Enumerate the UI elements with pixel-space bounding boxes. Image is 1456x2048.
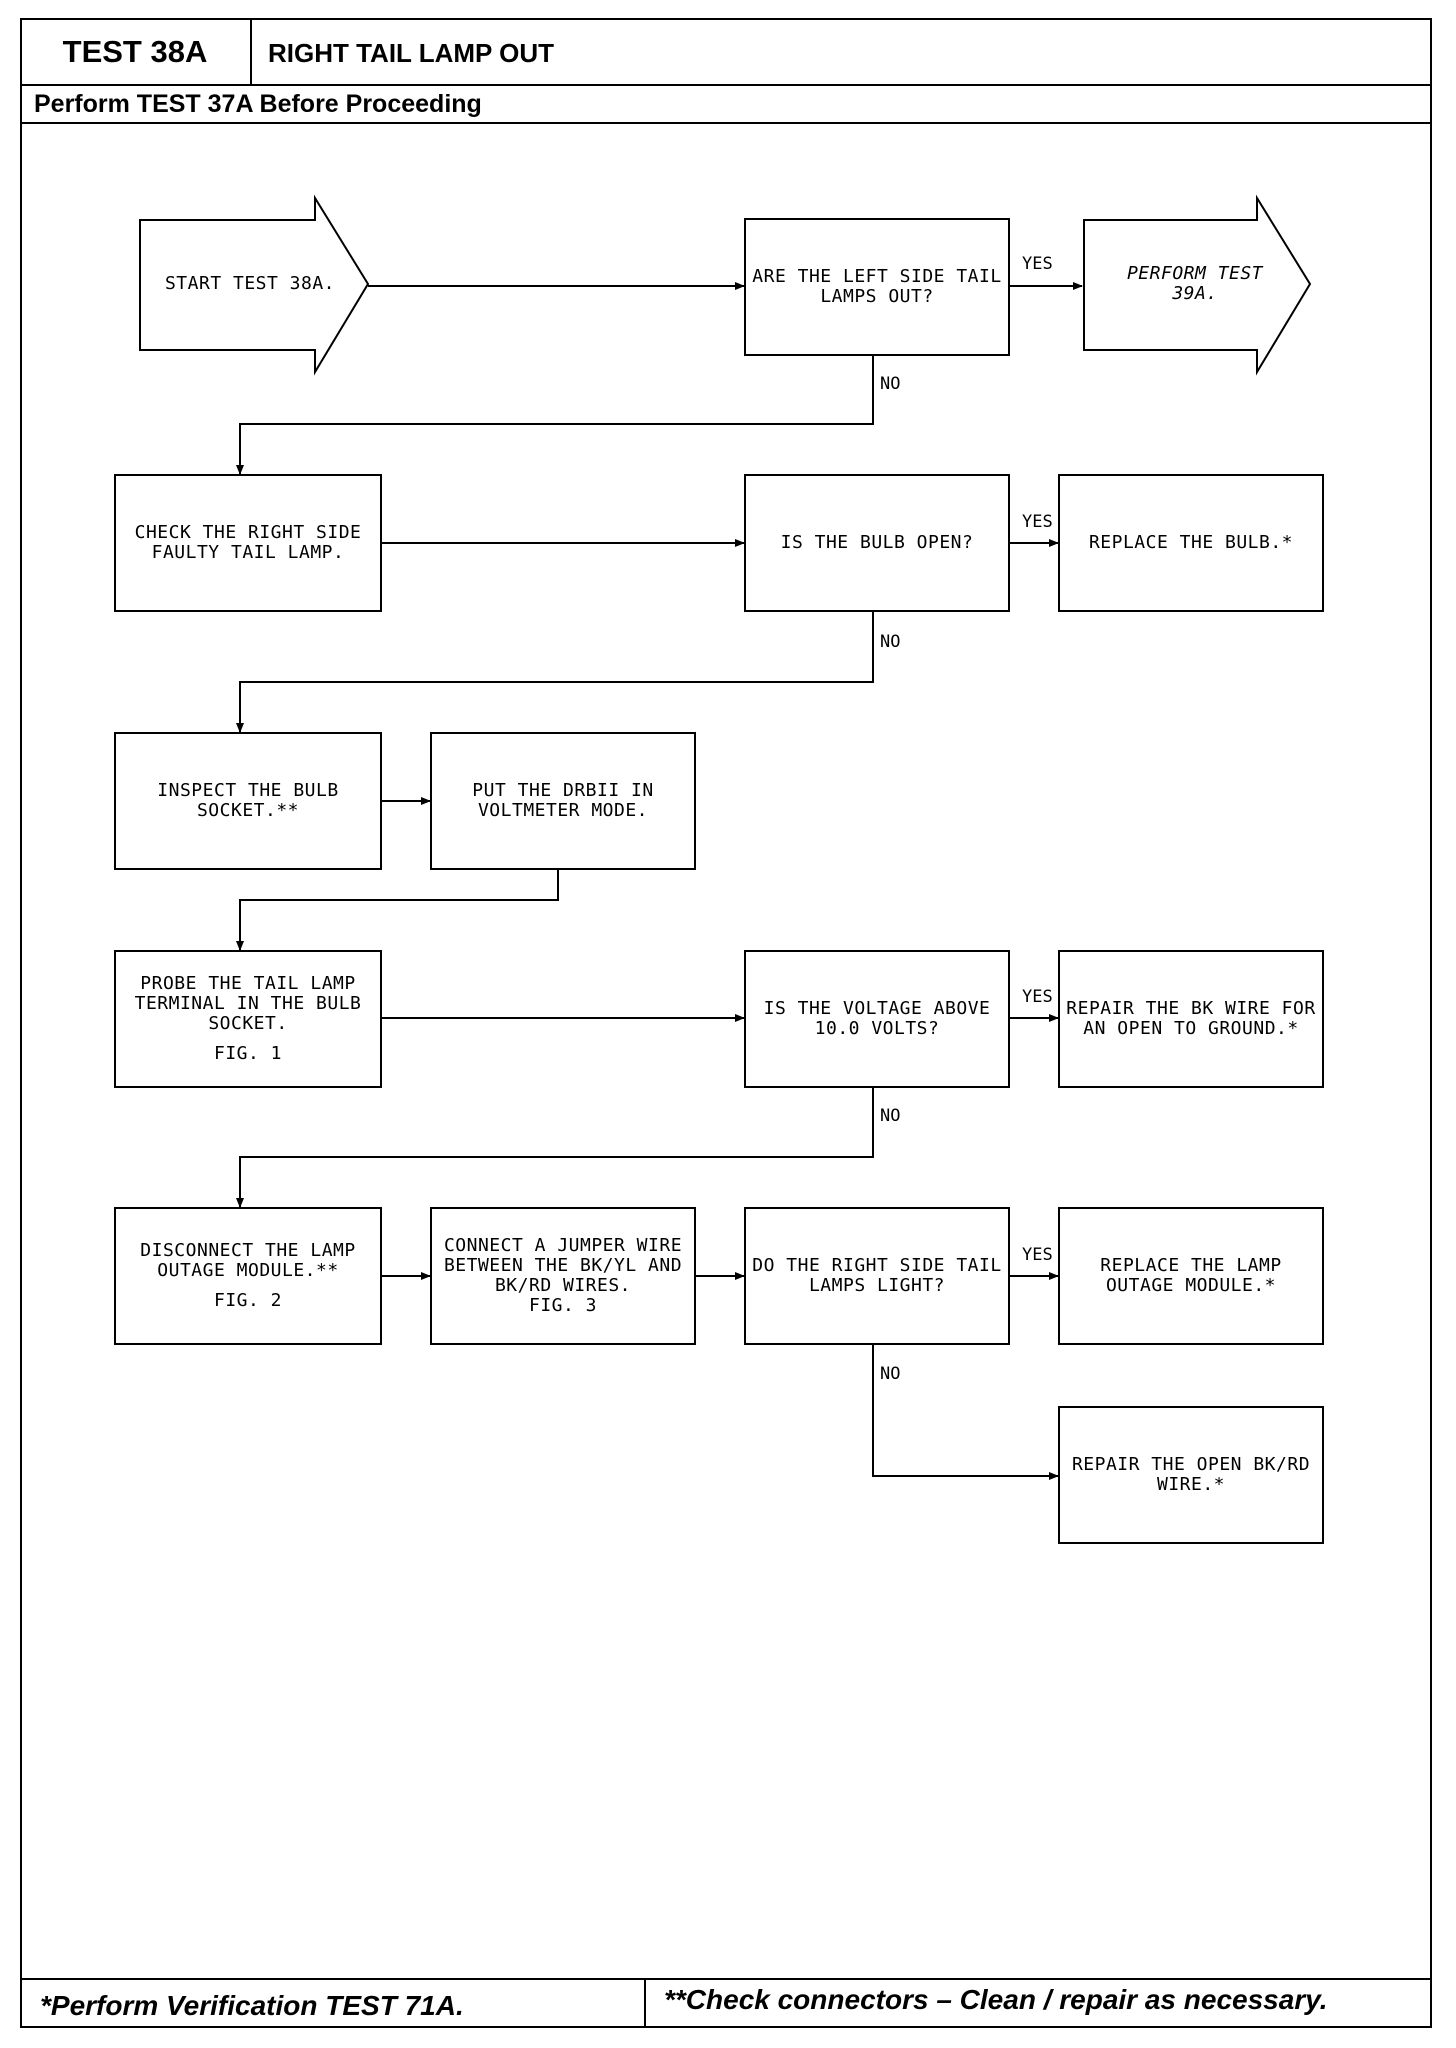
- test-title: RIGHT TAIL LAMP OUT: [268, 38, 554, 68]
- action-repair-bk-wire: REPAIR THE BK WIRE FOR AN OPEN TO GROUND…: [1058, 950, 1324, 1088]
- decision-left-lamps-out: ARE THE LEFT SIDE TAIL LAMPS OUT?: [744, 218, 1010, 356]
- perform-arrow-shape: [1083, 194, 1312, 376]
- no-label-q2: NO: [880, 632, 901, 652]
- yes-label-q4: YES: [1022, 1245, 1053, 1265]
- perform-test-39a-label: PERFORM TEST 39A.: [1126, 263, 1264, 304]
- step-disconnect-module: DISCONNECT THE LAMP OUTAGE MODULE.** FIG…: [114, 1207, 382, 1345]
- decision-voltage-above-10: IS THE VOLTAGE ABOVE 10.0 VOLTS?: [744, 950, 1010, 1088]
- step-connect-jumper: CONNECT A JUMPER WIRE BETWEEN THE BK/YL …: [430, 1207, 696, 1345]
- step-drbii-voltmeter: PUT THE DRBII IN VOLTMETER MODE.: [430, 732, 696, 870]
- decision-right-lamps-light: DO THE RIGHT SIDE TAIL LAMPS LIGHT?: [744, 1207, 1010, 1345]
- no-label-q1: NO: [880, 374, 901, 394]
- footer-connectors-note: **Check connectors – Clean / repair as n…: [664, 1984, 1328, 2015]
- connect-jumper-text: CONNECT A JUMPER WIRE BETWEEN THE BK/YL …: [443, 1235, 683, 1296]
- action-replace-outage-module: REPLACE THE LAMP OUTAGE MODULE.*: [1058, 1207, 1324, 1345]
- test-id: TEST 38A: [20, 18, 252, 86]
- step-probe-terminal: PROBE THE TAIL LAMP TERMINAL IN THE BULB…: [114, 950, 382, 1088]
- decision-bulb-open: IS THE BULB OPEN?: [744, 474, 1010, 612]
- no-label-q3: NO: [880, 1106, 901, 1126]
- probe-terminal-figure-ref: FIG. 1: [213, 1043, 283, 1064]
- header-row: [20, 18, 1432, 86]
- yes-label-q3: YES: [1022, 987, 1053, 1007]
- yes-label-q2: YES: [1022, 512, 1053, 532]
- action-repair-open-bkrd-wire: REPAIR THE OPEN BK/RD WIRE.*: [1058, 1406, 1324, 1544]
- footer-row: [20, 1978, 1432, 2028]
- page-frame: [20, 18, 1432, 2028]
- yes-label-q1: YES: [1022, 254, 1053, 274]
- step-inspect-socket: INSPECT THE BULB SOCKET.**: [114, 732, 382, 870]
- probe-terminal-text: PROBE THE TAIL LAMP TERMINAL IN THE BULB…: [134, 973, 362, 1034]
- footer-verification-note: *Perform Verification TEST 71A.: [40, 1990, 464, 2021]
- start-arrow-shape: [139, 194, 370, 376]
- step-check-right-lamp: CHECK THE RIGHT SIDE FAULTY TAIL LAMP.: [114, 474, 382, 612]
- prerequisite-row: [20, 86, 1432, 124]
- connect-jumper-figure-ref: FIG. 3: [528, 1295, 598, 1316]
- disconnect-module-text: DISCONNECT THE LAMP OUTAGE MODULE.**: [140, 1240, 356, 1281]
- prerequisite-note: Perform TEST 37A Before Proceeding: [34, 90, 482, 118]
- action-replace-bulb: REPLACE THE BULB.*: [1058, 474, 1324, 612]
- footer-divider: [644, 1978, 646, 2028]
- no-label-q4: NO: [880, 1364, 901, 1384]
- start-test-label: START TEST 38A.: [164, 273, 336, 294]
- disconnect-module-figure-ref: FIG. 2: [213, 1290, 283, 1311]
